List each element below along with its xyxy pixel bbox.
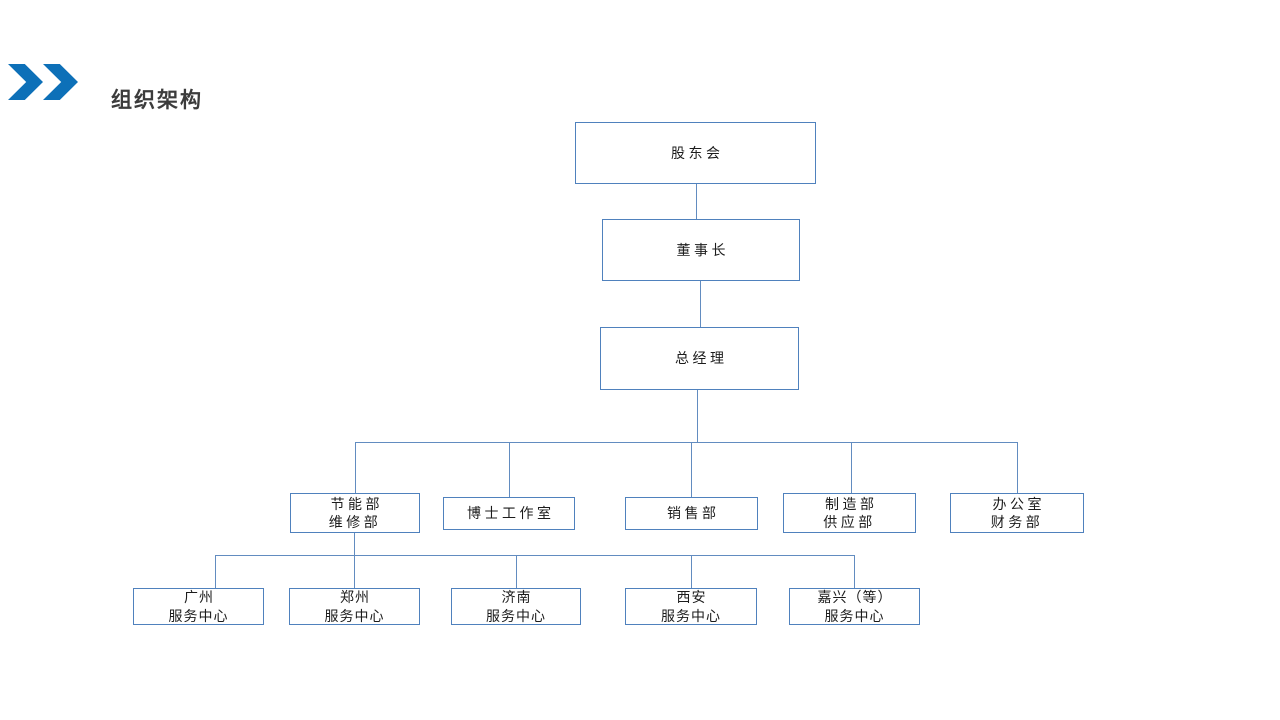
page-title: 组织架构 bbox=[111, 89, 203, 113]
connector-drop-manufacturing-dept bbox=[851, 442, 852, 493]
connector-chairman-general-manager bbox=[700, 281, 701, 327]
connector-shareholders-chairman bbox=[696, 184, 697, 219]
org-node-zhengzhou-service-center: 郑州 服务中心 bbox=[289, 588, 420, 625]
connector-drop-jiaxing bbox=[854, 555, 855, 588]
connector-drop-jinan bbox=[516, 555, 517, 588]
connector-drop-xian bbox=[691, 555, 692, 588]
org-node-jiaxing-service-center: 嘉兴（等） 服务中心 bbox=[789, 588, 920, 625]
org-node-general-manager: 总经理 bbox=[600, 327, 799, 390]
connector-drop-energy-dept bbox=[355, 442, 356, 493]
connector-drop-sales-dept bbox=[691, 442, 692, 497]
org-node-sales-dept: 销售部 bbox=[625, 497, 758, 530]
org-node-doctor-studio: 博士工作室 bbox=[443, 497, 575, 530]
connector-drop-doctor-studio bbox=[509, 442, 510, 497]
chevron-right-icon bbox=[8, 64, 43, 100]
org-node-jinan-service-center: 济南 服务中心 bbox=[451, 588, 581, 625]
org-node-energy-maintenance-dept: 节能部 维修部 bbox=[290, 493, 420, 533]
connector-drop-zhengzhou bbox=[354, 555, 355, 588]
connector-drop-office-dept bbox=[1017, 442, 1018, 493]
connector-departments-bus bbox=[355, 442, 1018, 443]
org-node-xian-service-center: 西安 服务中心 bbox=[625, 588, 757, 625]
connector-energy-dept-stem bbox=[354, 533, 355, 555]
org-node-office-finance-dept: 办公室 财务部 bbox=[950, 493, 1084, 533]
org-node-guangzhou-service-center: 广州 服务中心 bbox=[133, 588, 264, 625]
chevron-right-icon bbox=[43, 64, 78, 100]
org-node-shareholders: 股东会 bbox=[575, 122, 816, 184]
org-node-chairman: 董事长 bbox=[602, 219, 800, 281]
connector-general-manager-stem bbox=[697, 390, 698, 442]
connector-service-centers-bus bbox=[215, 555, 855, 556]
org-node-manufacturing-supply-dept: 制造部 供应部 bbox=[783, 493, 916, 533]
connector-drop-guangzhou bbox=[215, 555, 216, 588]
